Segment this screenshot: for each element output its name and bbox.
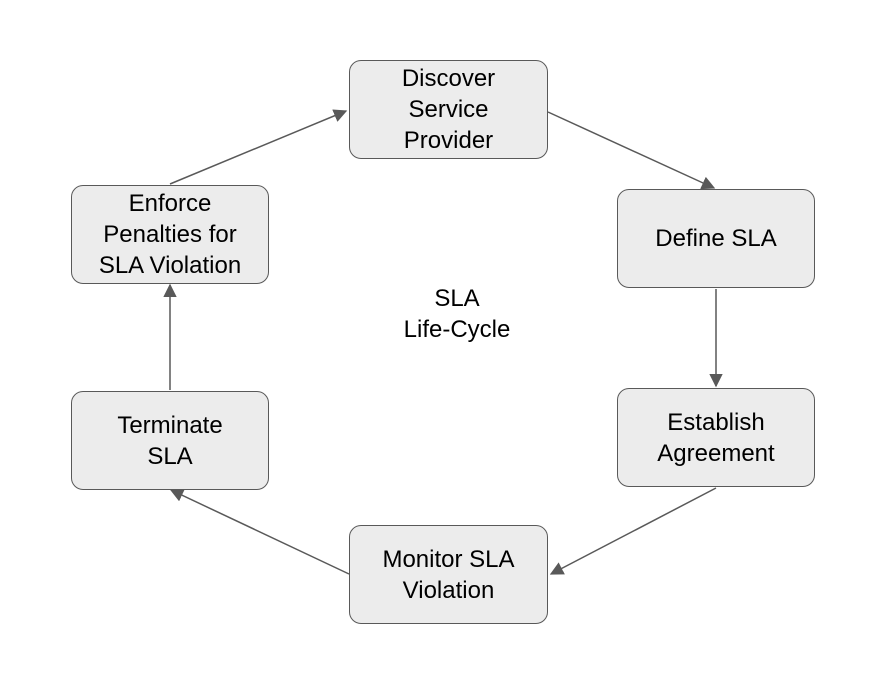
edge-enforce-to-discover [169,109,348,185]
node-discover-service-provider: Discover Service Provider [349,60,548,159]
node-label-line: Enforce [128,190,212,217]
diagram-title-line-1: SLA [434,285,480,312]
diagram-title-line-2: Life-Cycle [403,316,511,343]
node-monitor-sla-violation: Monitor SLA Violation [349,525,548,624]
node-label-line: Define SLA [655,225,777,252]
node-label-line: Penalties for [103,221,237,248]
node-label-line: Violation [402,576,495,604]
edge-establish-to-monitor [549,487,717,575]
node-label-line: Monitor SLA [382,545,515,573]
node-label-line: SLA [147,442,193,470]
edge-discover-to-define [547,111,716,190]
node-label-line: Discover [401,65,496,92]
edge-monitor-to-terminate [169,489,350,575]
node-label-line: SLA Violation [98,252,242,279]
node-label-line: Terminate [117,411,223,439]
node-label-line: Agreement [657,439,775,467]
node-terminate-sla: Terminate SLA [71,391,269,490]
node-label-line: Provider [403,127,494,154]
node-define-sla: Define SLA [617,189,815,288]
node-establish-agreement: Establish Agreement [617,388,815,487]
node-label-line: Service [408,96,489,123]
node-label-line: Establish [667,408,765,436]
diagram-title: SLA Life-Cycle [357,283,557,345]
node-enforce-penalties: Enforce Penalties for SLA Violation [71,185,269,284]
